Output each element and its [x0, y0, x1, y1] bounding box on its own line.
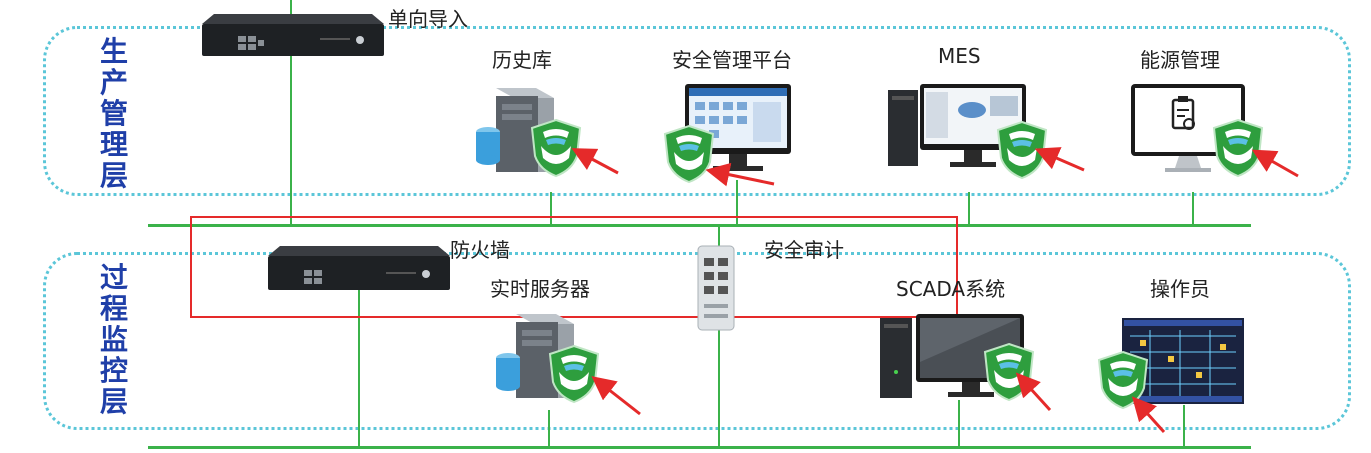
one-way-import-label: 单向导入: [388, 7, 468, 31]
operator-label: 操作员: [1150, 277, 1210, 301]
history-db-link: [550, 192, 552, 226]
operator-link: [1183, 405, 1185, 448]
arrow-energy: [1251, 149, 1299, 178]
production-management-zone: [43, 26, 1351, 196]
security-platform-label: 安全管理平台: [672, 48, 792, 72]
arrow-history-db: [571, 148, 619, 175]
one-way-import-device-icon: [200, 12, 386, 58]
mes-label: MES: [938, 44, 981, 68]
shield-icon: [529, 118, 583, 178]
firewall-link: [358, 285, 360, 448]
production-zone-title: 生产管理层: [99, 35, 128, 192]
arrow-scada: [1015, 372, 1052, 412]
energy-link: [1192, 192, 1194, 226]
shield-icon: [1211, 118, 1265, 178]
scada-label: SCADA系统: [896, 277, 1006, 301]
process-network-bus: [148, 446, 1251, 449]
shield-icon: [547, 344, 601, 404]
realtime-server-label: 实时服务器: [490, 277, 590, 301]
mes-desktop-icon: [886, 82, 1030, 170]
firewall-device-icon: [266, 244, 452, 292]
arrow-mes: [1034, 147, 1085, 172]
mes-link: [968, 192, 970, 226]
production-network-bus: [148, 224, 1251, 227]
arrow-realtime-server: [591, 376, 641, 416]
shield-icon: [1096, 350, 1150, 410]
realtime-link: [548, 410, 550, 448]
history-db-label: 历史库: [492, 48, 552, 72]
firewall-label: 防火墙: [450, 238, 510, 262]
energy-label: 能源管理: [1140, 48, 1220, 72]
scada-link: [958, 400, 960, 448]
security-audit-label: 安全审计: [764, 238, 844, 262]
audit-link: [718, 226, 720, 448]
process-monitoring-zone: [43, 252, 1351, 430]
arrow-operator: [1131, 396, 1166, 434]
uplink-line: [290, 0, 292, 226]
arrow-security-platform: [705, 162, 775, 187]
platform-link: [736, 180, 738, 226]
highlight-box: [190, 216, 958, 318]
security-audit-device-icon: [694, 244, 738, 332]
process-zone-title: 过程监控层: [99, 261, 128, 418]
shield-icon: [995, 120, 1049, 180]
